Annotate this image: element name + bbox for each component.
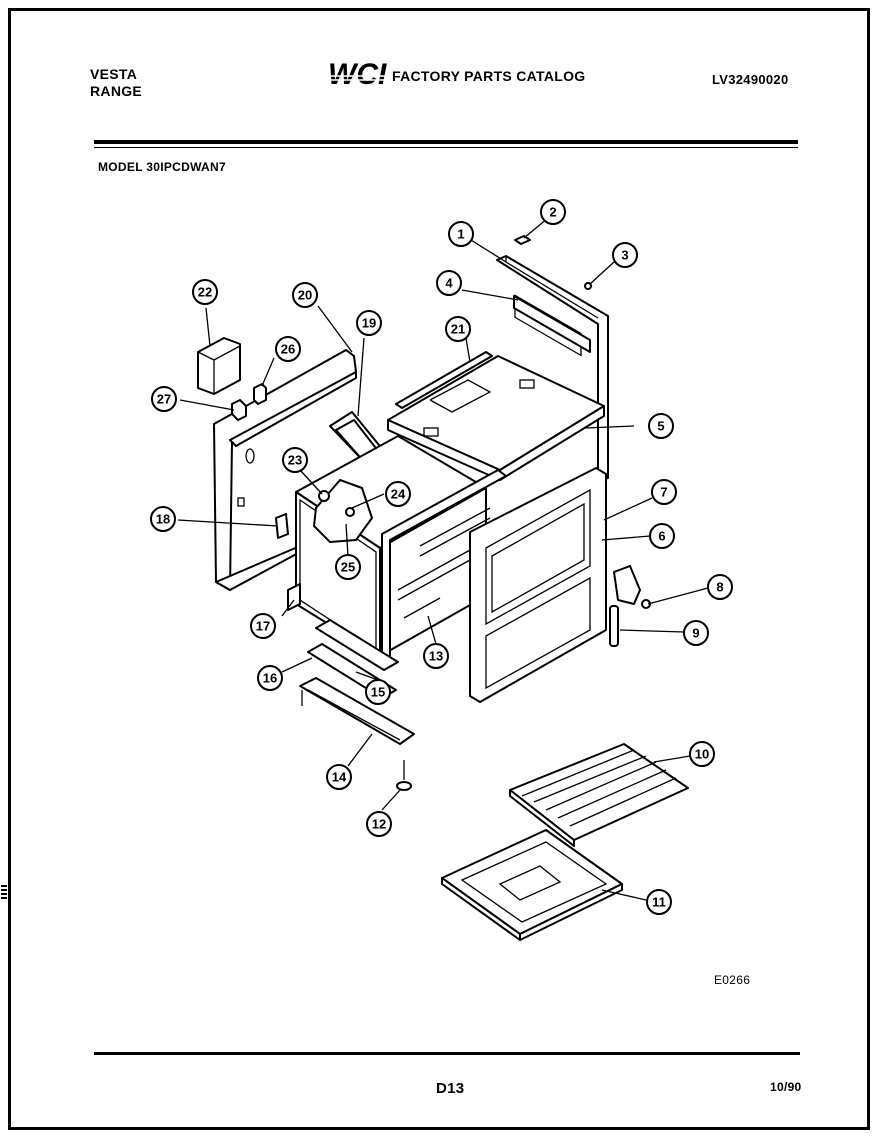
- footer-rule: [94, 1052, 800, 1055]
- callout-4: 4: [436, 270, 462, 296]
- rack-supports: [397, 507, 491, 619]
- brand-label: VESTA RANGE: [90, 66, 142, 100]
- callout-label: 12: [372, 817, 386, 832]
- callout-13: 13: [423, 643, 449, 669]
- callout-5: 5: [648, 413, 674, 439]
- brand-name: VESTA: [90, 66, 138, 82]
- header-rule: [94, 140, 798, 144]
- callout-14: 14: [326, 764, 352, 790]
- callout-label: 15: [371, 685, 385, 700]
- callout-7: 7: [651, 479, 677, 505]
- oven-top: [387, 351, 605, 481]
- callout-label: 3: [621, 248, 628, 263]
- callout-label: 18: [156, 512, 170, 527]
- callout-label: 14: [332, 770, 347, 785]
- callout-19: 19: [356, 310, 382, 336]
- catalog-number: LV32490020: [712, 72, 789, 87]
- callout-16: 16: [257, 665, 283, 691]
- clip-2: [514, 235, 531, 245]
- callout-label: 5: [657, 419, 664, 434]
- callout-label: 10: [695, 747, 709, 762]
- callout-22: 22: [192, 279, 218, 305]
- callout-26: 26: [275, 336, 301, 362]
- callout-9: 9: [683, 620, 709, 646]
- door-spring: [609, 605, 619, 647]
- callout-20: 20: [292, 282, 318, 308]
- callout-label: 6: [658, 529, 665, 544]
- callout-label: 8: [716, 580, 723, 595]
- leader-lines: [177, 217, 709, 901]
- callout-18: 18: [150, 506, 176, 532]
- drawing-code: E0266: [714, 973, 751, 987]
- product-type: RANGE: [90, 83, 143, 99]
- callout-label: 20: [298, 288, 312, 303]
- callout-label: 9: [692, 626, 699, 641]
- callout-label: 1: [457, 227, 464, 242]
- revision-date: 10/90: [770, 1080, 802, 1094]
- callout-label: 22: [198, 285, 212, 300]
- hinge-receptacle: [275, 513, 289, 539]
- page-frame: [8, 8, 870, 1130]
- callout-label: 2: [549, 205, 556, 220]
- scan-mark: [1, 885, 7, 901]
- callout-label: 19: [362, 316, 376, 331]
- logo-text: WCI: [328, 58, 387, 90]
- callout-27: 27: [151, 386, 177, 412]
- callout-2: 2: [540, 199, 566, 225]
- burner-element: [313, 479, 373, 543]
- callout-label: 4: [445, 276, 453, 291]
- callout-25: 25: [335, 554, 361, 580]
- bracket: [197, 337, 241, 395]
- catalog-title: FACTORY PARTS CATALOG: [392, 68, 586, 84]
- header-rule-thin: [94, 147, 798, 148]
- screw-3: [584, 282, 592, 290]
- wci-logo: WCI: [328, 58, 387, 90]
- callout-label: 24: [391, 487, 406, 502]
- callout-12: 12: [366, 811, 392, 837]
- callout-label: 13: [429, 649, 443, 664]
- callout-label: 25: [341, 560, 355, 575]
- callout-21: 21: [445, 316, 471, 342]
- callout-11: 11: [646, 889, 672, 915]
- model-label: MODEL 30IPCDWAN7: [98, 160, 226, 174]
- oven-rack: [509, 743, 689, 847]
- callout-6: 6: [649, 523, 675, 549]
- side-panel: [213, 349, 357, 591]
- oven-door: [469, 467, 607, 703]
- callout-15: 15: [365, 679, 391, 705]
- door-hinge: [613, 565, 651, 609]
- broiler-pan: [441, 829, 623, 941]
- callout-label: 27: [157, 392, 171, 407]
- callout-label: 26: [281, 342, 295, 357]
- back-panel: [496, 255, 609, 483]
- callout-23: 23: [282, 447, 308, 473]
- callout-label: 17: [256, 619, 270, 634]
- leveling-leg: [396, 760, 412, 791]
- kick-plate: [299, 677, 415, 745]
- callout-24: 24: [385, 481, 411, 507]
- callout-17: 17: [250, 613, 276, 639]
- callout-label: 7: [660, 485, 667, 500]
- callout-label: 16: [263, 671, 277, 686]
- page-number: D13: [436, 1080, 465, 1097]
- clip-27: [231, 399, 247, 421]
- callout-1: 1: [448, 221, 474, 247]
- callout-8: 8: [707, 574, 733, 600]
- callout-label: 11: [652, 895, 666, 910]
- clip-26: [253, 383, 267, 405]
- callout-label: 21: [451, 322, 465, 337]
- callout-3: 3: [612, 242, 638, 268]
- bottom-trim: [315, 619, 399, 671]
- callout-label: 23: [288, 453, 302, 468]
- callout-10: 10: [689, 741, 715, 767]
